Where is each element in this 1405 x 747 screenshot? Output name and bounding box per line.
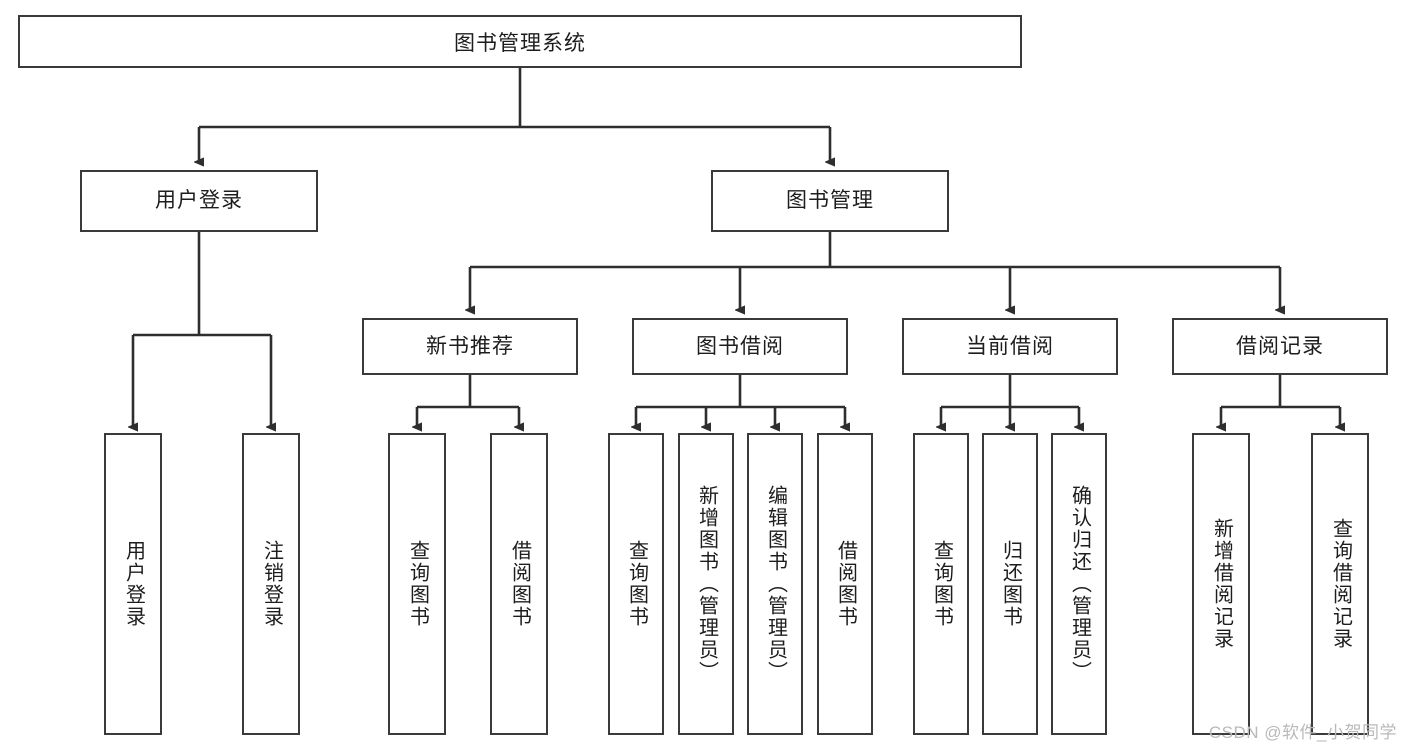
node-label: 图书管理系统 (454, 31, 586, 55)
node-label: 借阅记录 (1236, 334, 1324, 358)
node-label: 当前借阅 (966, 334, 1054, 358)
node-label: 新增图书（管理员） (695, 485, 718, 683)
leaf-borrow-add-book-admin[interactable]: 新增图书（管理员） (678, 433, 734, 735)
node-label: 查询图书 (930, 540, 953, 628)
node-label: 查询图书 (406, 540, 429, 628)
leaf-recommend-query-book[interactable]: 查询图书 (388, 433, 446, 735)
node-label: 新增借阅记录 (1210, 518, 1233, 650)
node-label: 借阅图书 (834, 540, 857, 628)
node-root-book-management-system[interactable]: 图书管理系统 (18, 15, 1022, 68)
node-label: 用户登录 (155, 189, 243, 213)
leaf-records-query-record[interactable]: 查询借阅记录 (1311, 433, 1369, 735)
node-label: 查询图书 (625, 540, 648, 628)
leaf-borrow-query-book[interactable]: 查询图书 (608, 433, 664, 735)
node-label: 归还图书 (999, 540, 1022, 628)
leaf-current-query-book[interactable]: 查询图书 (913, 433, 969, 735)
leaf-current-confirm-return-admin[interactable]: 确认归还（管理员） (1051, 433, 1107, 735)
node-label: 借阅图书 (508, 540, 531, 628)
node-label: 图书借阅 (696, 334, 784, 358)
node-label: 图书管理 (786, 189, 874, 213)
csdn-watermark: CSDN @软件_小贺同学 (1208, 723, 1397, 742)
node-label: 用户登录 (122, 540, 145, 628)
node-label: 编辑图书（管理员） (764, 485, 787, 683)
node-label: 注销登录 (260, 540, 283, 628)
node-borrow-records[interactable]: 借阅记录 (1172, 318, 1388, 375)
leaf-borrow-edit-book-admin[interactable]: 编辑图书（管理员） (747, 433, 803, 735)
node-current-borrow[interactable]: 当前借阅 (902, 318, 1118, 375)
node-book-borrow[interactable]: 图书借阅 (632, 318, 848, 375)
leaf-borrow-borrow-book[interactable]: 借阅图书 (817, 433, 873, 735)
node-label: 确认归还（管理员） (1068, 485, 1091, 683)
node-book-management[interactable]: 图书管理 (711, 170, 949, 232)
leaf-user-login-login[interactable]: 用户登录 (104, 433, 162, 735)
node-new-book-recommend[interactable]: 新书推荐 (362, 318, 578, 375)
leaf-current-return-book[interactable]: 归还图书 (982, 433, 1038, 735)
leaf-user-login-logout[interactable]: 注销登录 (242, 433, 300, 735)
node-label: 新书推荐 (426, 334, 514, 358)
node-label: 查询借阅记录 (1329, 518, 1352, 650)
node-user-login[interactable]: 用户登录 (80, 170, 318, 232)
leaf-records-add-record[interactable]: 新增借阅记录 (1192, 433, 1250, 735)
leaf-recommend-borrow-book[interactable]: 借阅图书 (490, 433, 548, 735)
